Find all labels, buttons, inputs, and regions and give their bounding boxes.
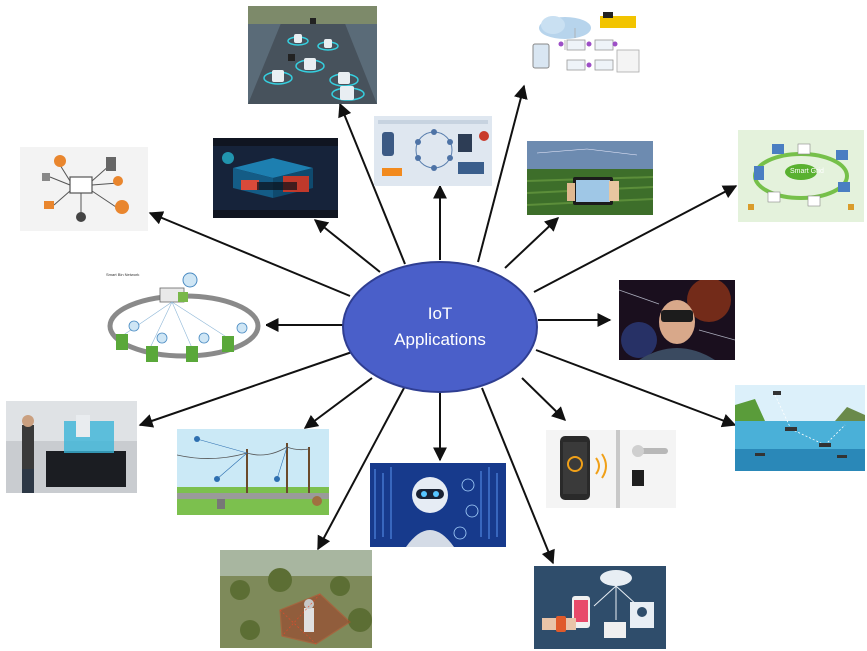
smart-lock-image [546,430,676,508]
smart-power-lines-image [177,429,329,515]
industrial-robot-image [6,401,137,493]
smart-home-devices-image [20,147,148,231]
marine-monitoring-image [735,385,865,471]
smart-farming-image [527,141,653,215]
arrow-cloud-devices [477,84,528,263]
arrow-smart-home-devices [148,211,351,297]
arrow-wearables [481,387,555,565]
precision-agriculture-image [220,550,372,648]
central-hub [342,261,538,393]
cloud-devices-image [525,10,643,86]
ai-robot-image [370,463,506,547]
virtual-reality-image [619,280,735,360]
arrow-smart-factory [313,219,381,273]
hub-label-line1: IoT [427,304,453,323]
arrow-smart-power-lines [303,377,373,429]
smart-waste-image: Smart Bin Network [100,266,266,370]
smart-waste-caption: Smart Bin Network [106,272,140,277]
autonomous-vehicles-image [248,6,377,104]
healthcare-dashboard-image [374,116,492,186]
hub-label-line2: Applications [394,330,486,349]
arrow-autonomous-vehicles [338,102,406,265]
arrow-industrial-robot [138,351,353,428]
wearables-image [534,566,666,649]
arrow-precision-agriculture [317,387,405,551]
arrow-smart-grid [533,185,738,293]
hub-label: IoT Applications [343,262,537,392]
arrow-marine-monitoring [535,349,737,428]
smart-grid-image: Smart Grid [738,130,864,222]
arrow-smart-lock [521,377,567,421]
arrow-smart-farming [504,217,560,269]
smart-grid-caption: Smart Grid [790,168,824,175]
smart-factory-image [213,138,338,218]
